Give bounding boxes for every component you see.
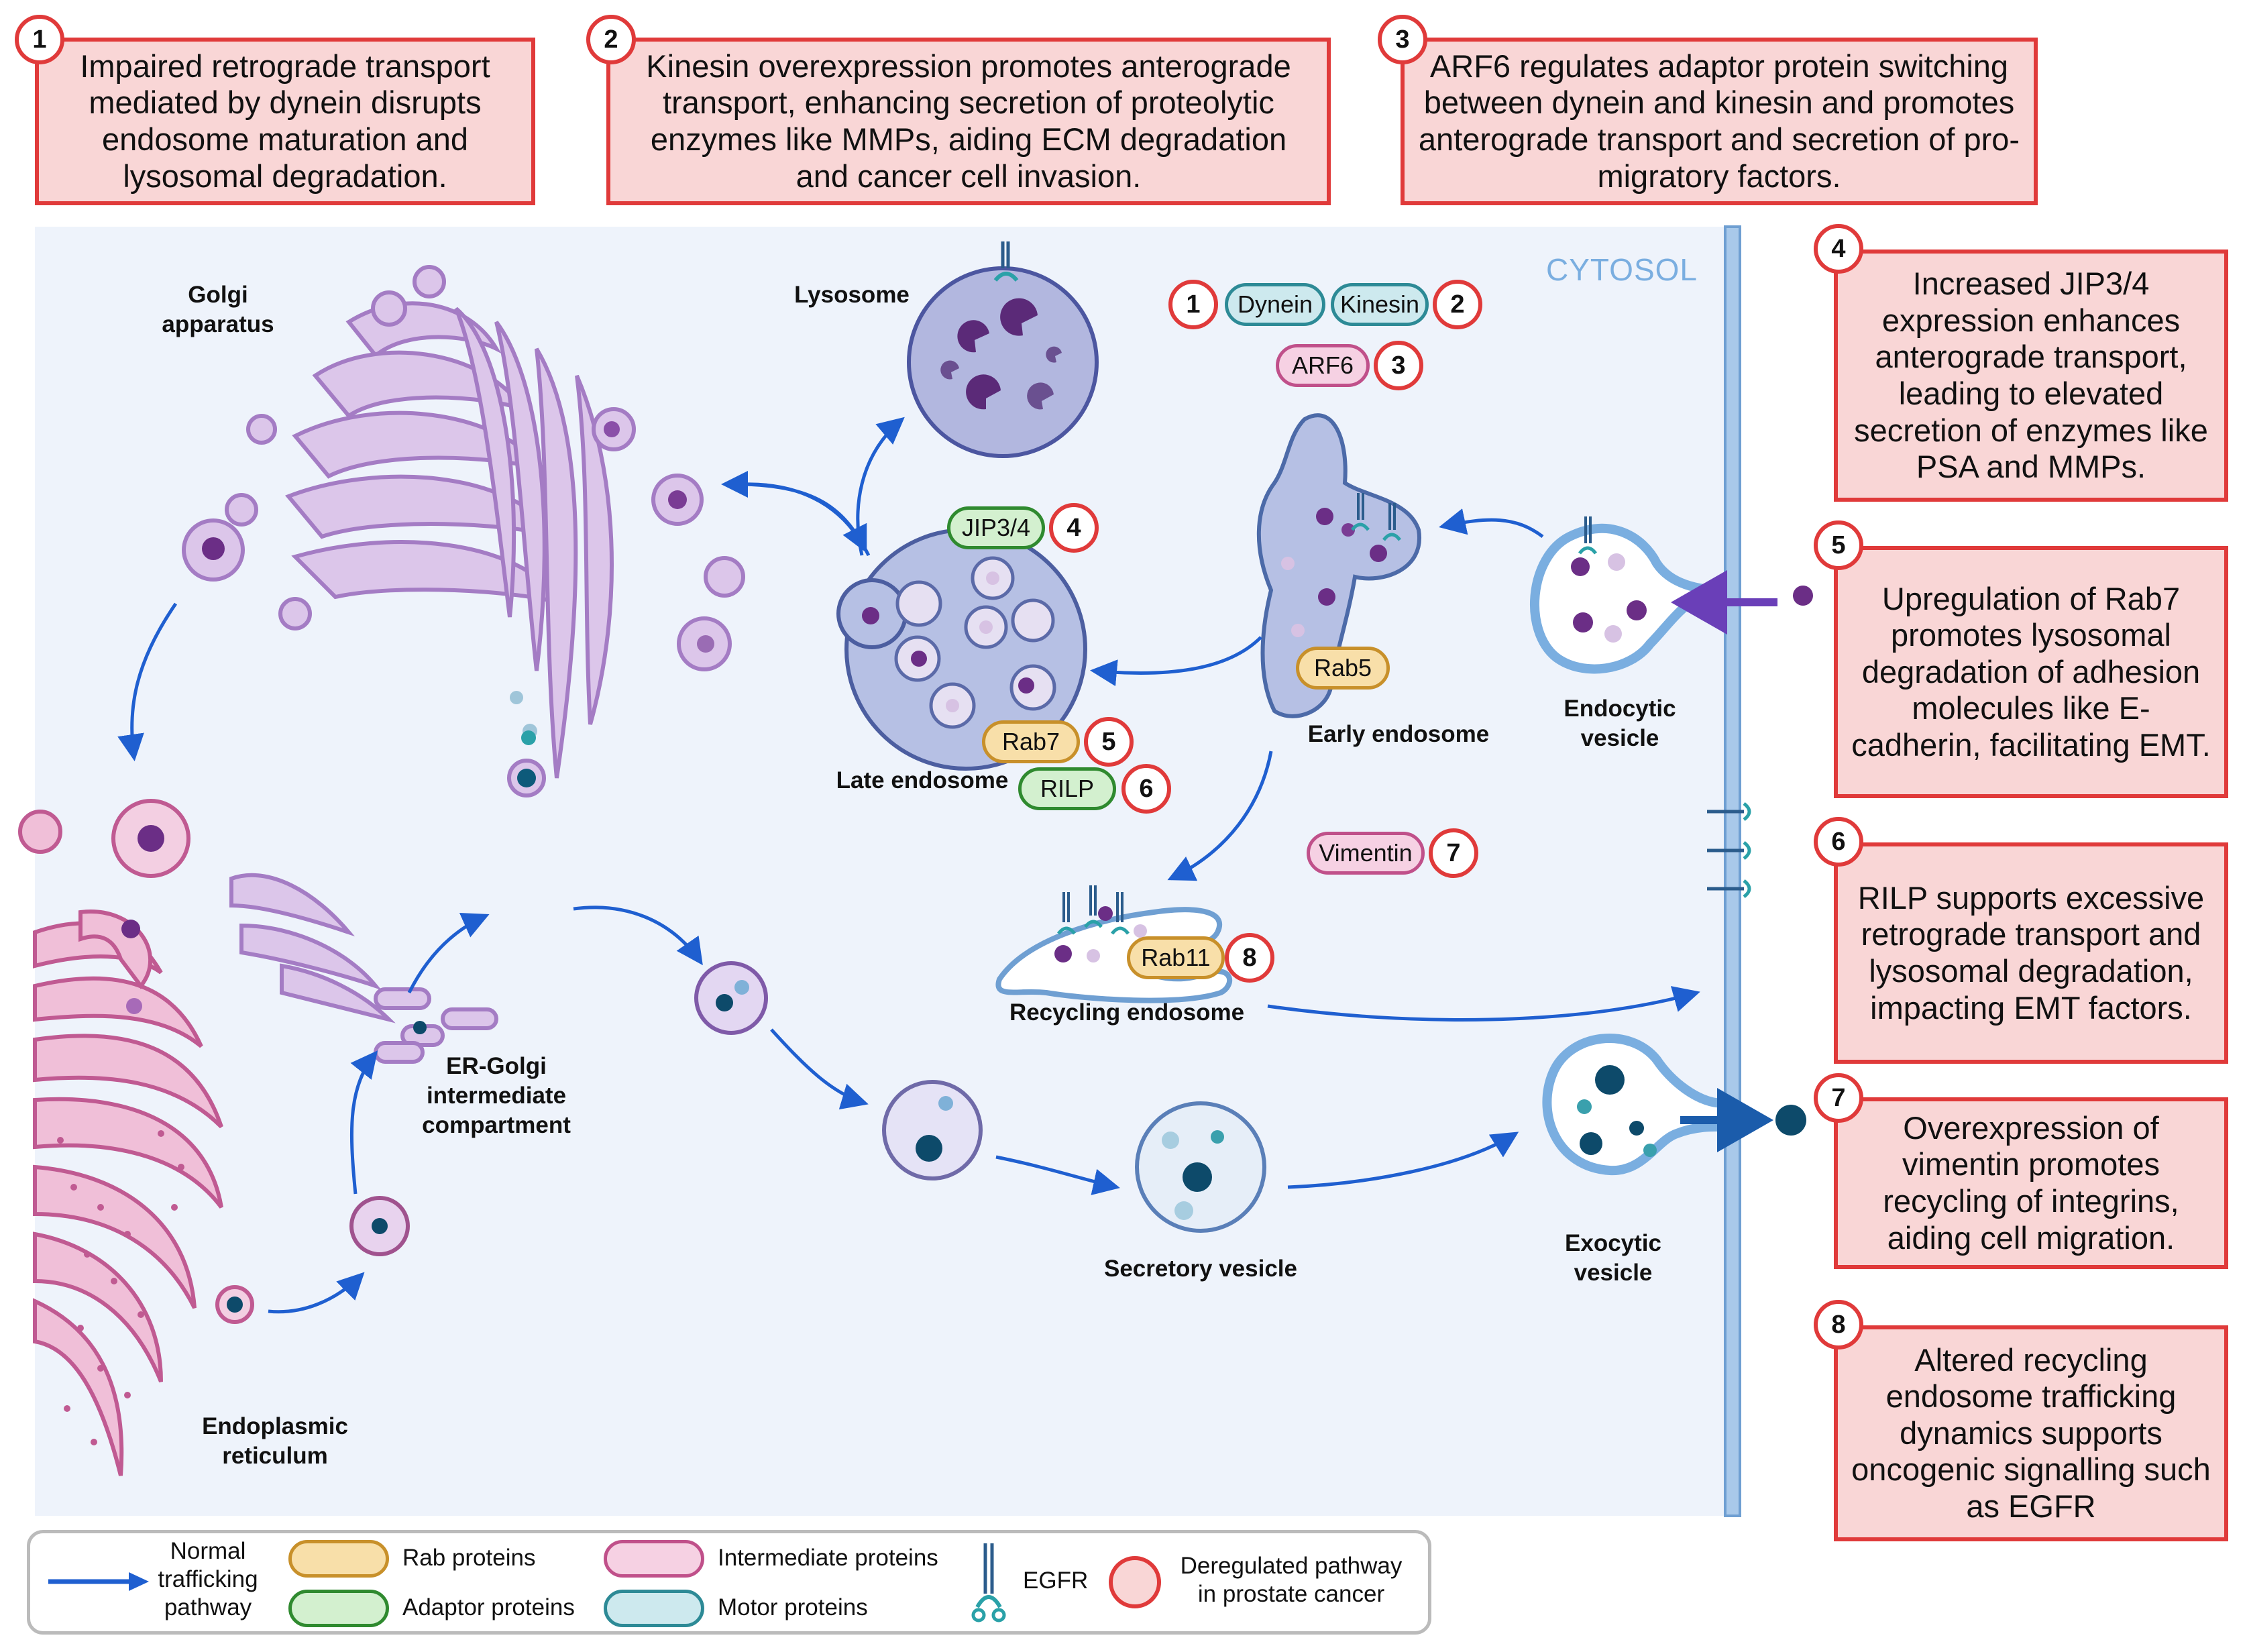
lysosome-organelle — [907, 241, 1099, 458]
note-3-badge: 3 — [1378, 15, 1427, 64]
note-1: Impaired retrograde transport mediated b… — [35, 38, 535, 205]
jip-badge: 4 — [1049, 503, 1099, 553]
legend-dereg-swatch — [1109, 1556, 1161, 1608]
legend: Normal trafficking pathway Rab proteins … — [27, 1530, 1431, 1635]
plasma-membrane — [1724, 225, 1741, 1517]
rab11-badge: 8 — [1225, 933, 1274, 983]
note-8-badge: 8 — [1814, 1300, 1863, 1350]
note-2: Kinesin overexpression promotes anterogr… — [606, 38, 1331, 205]
rilp-pill: RILP — [1018, 767, 1116, 810]
kinesin-badge: 2 — [1433, 280, 1482, 329]
note-8: Altered recycling endosome trafficking d… — [1834, 1325, 2228, 1541]
golgi-label: Golgi apparatus — [162, 282, 274, 337]
rab11-pill: Rab11 — [1127, 936, 1225, 979]
cytosol-area — [35, 227, 1736, 1516]
legend-adaptor-swatch — [288, 1590, 389, 1627]
arf6-badge: 3 — [1374, 341, 1423, 390]
arf6-pill: ARF6 — [1276, 344, 1370, 387]
rab7-pill: Rab7 — [982, 720, 1080, 763]
cytosol-label: CYTOSOL — [1546, 252, 1698, 287]
legend-egfr-icon — [971, 1543, 1006, 1622]
kinesin-pill: Kinesin — [1331, 283, 1429, 326]
early-endosome-label: Early endosome — [1307, 721, 1490, 747]
note-6: RILP supports excessive retrograde trans… — [1834, 842, 2228, 1064]
legend-arrow-icon — [48, 1572, 149, 1591]
endocytic-vesicle-label: Endocytic vesicle — [1564, 696, 1676, 751]
note-6-badge: 6 — [1814, 817, 1863, 867]
note-7-badge: 7 — [1814, 1073, 1863, 1123]
recycling-endosome-organelle — [995, 885, 1233, 1003]
exocytic-vesicle-label: Exocytic vesicle — [1565, 1230, 1661, 1286]
legend-normal-label: Normal trafficking pathway — [158, 1538, 258, 1620]
legend-adaptor-label: Adaptor proteins — [402, 1594, 575, 1620]
membrane-egfr — [1707, 802, 1751, 898]
legend-dereg-label: Deregulated pathway in prostate cancer — [1180, 1553, 1403, 1607]
endoplasmic-reticulum — [18, 810, 223, 1476]
recycling-endosome-label: Recycling endosome — [1009, 999, 1245, 1026]
legend-intermediate-label: Intermediate proteins — [718, 1545, 938, 1571]
golgi-apparatus — [225, 265, 745, 779]
ergic-label: ER-Golgi intermediate compartment — [422, 1053, 571, 1138]
rilp-badge: 6 — [1121, 764, 1171, 814]
exocytic-vesicle-organelle — [1542, 1034, 1729, 1176]
ergic — [229, 873, 498, 1064]
late-endosome-label: Late endosome — [836, 767, 1009, 793]
note-4: Increased JIP3/4 expression enhances ant… — [1834, 250, 2228, 502]
note-5-badge: 5 — [1814, 520, 1863, 570]
note-2-badge: 2 — [586, 15, 636, 64]
rab7-badge: 5 — [1084, 717, 1134, 767]
note-1-badge: 1 — [15, 15, 64, 64]
lysosome-label: Lysosome — [794, 282, 910, 308]
jip-pill: JIP3/4 — [947, 506, 1045, 549]
legend-motor-label: Motor proteins — [718, 1594, 868, 1620]
legend-rab-label: Rab proteins — [402, 1545, 536, 1571]
cell-diagram — [18, 225, 1813, 1517]
secretory-vesicle-label: Secretory vesicle — [1104, 1256, 1297, 1282]
vimentin-badge: 7 — [1429, 828, 1478, 878]
note-3: ARF6 regulates adaptor protein switching… — [1401, 38, 2038, 205]
note-7: Overexpression of vimentin promotes recy… — [1834, 1097, 2228, 1269]
legend-intermediate-swatch — [604, 1540, 704, 1578]
dynein-pill: Dynein — [1225, 283, 1325, 326]
legend-motor-swatch — [604, 1590, 704, 1627]
dynein-badge: 1 — [1168, 280, 1218, 329]
legend-egfr-label: EGFR — [1023, 1567, 1089, 1594]
note-4-badge: 4 — [1814, 224, 1863, 274]
vimentin-pill: Vimentin — [1307, 832, 1425, 875]
rab5-pill: Rab5 — [1296, 647, 1390, 690]
legend-rab-swatch — [288, 1540, 389, 1578]
note-5: Upregulation of Rab7 promotes lysosomal … — [1834, 546, 2228, 798]
trafficking-arrows — [117, 417, 1700, 1314]
endocytic-vesicle-organelle — [1529, 516, 1724, 674]
er-label: Endoplasmic reticulum — [202, 1413, 348, 1469]
